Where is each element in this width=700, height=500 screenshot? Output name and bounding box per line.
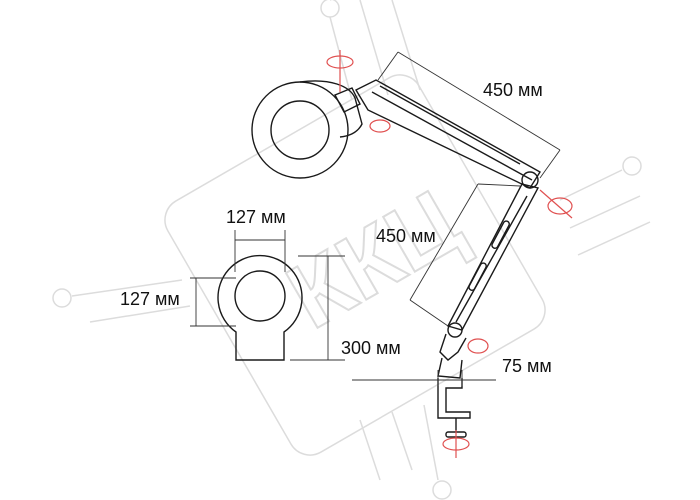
- watermark-line-bottom-a: [359, 419, 381, 481]
- dim-lower-arm-line: [409, 183, 479, 301]
- base-post: [439, 333, 467, 361]
- lamp-head: [251, 80, 363, 179]
- watermark-line-top-c: [391, 0, 421, 91]
- dim-lower-arm-ext-b: [477, 183, 521, 187]
- upper-arm: [355, 79, 541, 189]
- watermark-line-left-a: [71, 279, 183, 297]
- front-view-lens: [234, 270, 286, 322]
- front-view-outline: [217, 254, 303, 361]
- watermark-node-right: [622, 156, 642, 176]
- dim-clamp-width-label: 75 мм: [502, 356, 552, 376]
- base-foot: [437, 357, 463, 379]
- rotation-arrow-icon: [547, 197, 573, 215]
- watermark: [52, 0, 651, 500]
- clamp: [437, 378, 471, 419]
- rotation-axis: [539, 189, 573, 219]
- lower-arm-spring: [455, 195, 528, 323]
- watermark-line-right-b: [569, 195, 641, 229]
- watermark-line-right-c: [577, 221, 651, 256]
- watermark-line-bottom-c: [423, 404, 439, 481]
- lower-arm-slot-a: [491, 220, 510, 249]
- dim-lens-width-label: 127 мм: [226, 207, 286, 227]
- dim-head-height-label: 300 мм: [341, 338, 401, 358]
- watermark-frame: [164, 74, 546, 456]
- dim-upper-arm-line: [397, 51, 561, 151]
- elbow-joint: [521, 171, 539, 189]
- watermark-line-bottom-b: [391, 411, 413, 471]
- lamp-head-body: [299, 80, 363, 138]
- dim-upper-arm-ext-b: [539, 149, 561, 179]
- lower-arm: [446, 183, 540, 338]
- dim-lower-arm-ext-a: [409, 299, 449, 327]
- upper-arm-spring-b: [379, 85, 521, 165]
- rotation-arrows: [326, 50, 573, 458]
- dim-lens-height-label: 127 мм: [120, 289, 180, 309]
- shoulder-joint: [447, 322, 463, 338]
- lower-arm-slot-b: [468, 262, 487, 291]
- lamp-base: [437, 333, 471, 438]
- watermark-line-left-b: [89, 305, 191, 323]
- watermark-text: ККЦ: [271, 170, 477, 348]
- watermark-node-left: [52, 288, 72, 308]
- watermark-node-top: [320, 0, 340, 18]
- dim-lower-arm-label: 450 мм: [376, 226, 436, 246]
- dim-upper-arm-ext-a: [377, 51, 399, 81]
- rotation-arrow-icon: [369, 119, 391, 133]
- watermark-line-right-a: [559, 169, 623, 201]
- rotation-arrow-icon: [467, 338, 489, 354]
- dimension-lines: [190, 51, 561, 386]
- upper-arm-outline: [355, 79, 541, 189]
- upper-arm-spring-a: [371, 91, 533, 181]
- lens-ring-inner: [270, 100, 330, 160]
- watermark-node-bottom: [432, 480, 452, 500]
- watermark-line-top-a: [329, 16, 353, 101]
- front-view: [217, 254, 303, 361]
- lamp-head-mount: [334, 87, 361, 113]
- dim-upper-arm-label: 450 мм: [483, 80, 543, 100]
- watermark-line-top-b: [359, 0, 389, 96]
